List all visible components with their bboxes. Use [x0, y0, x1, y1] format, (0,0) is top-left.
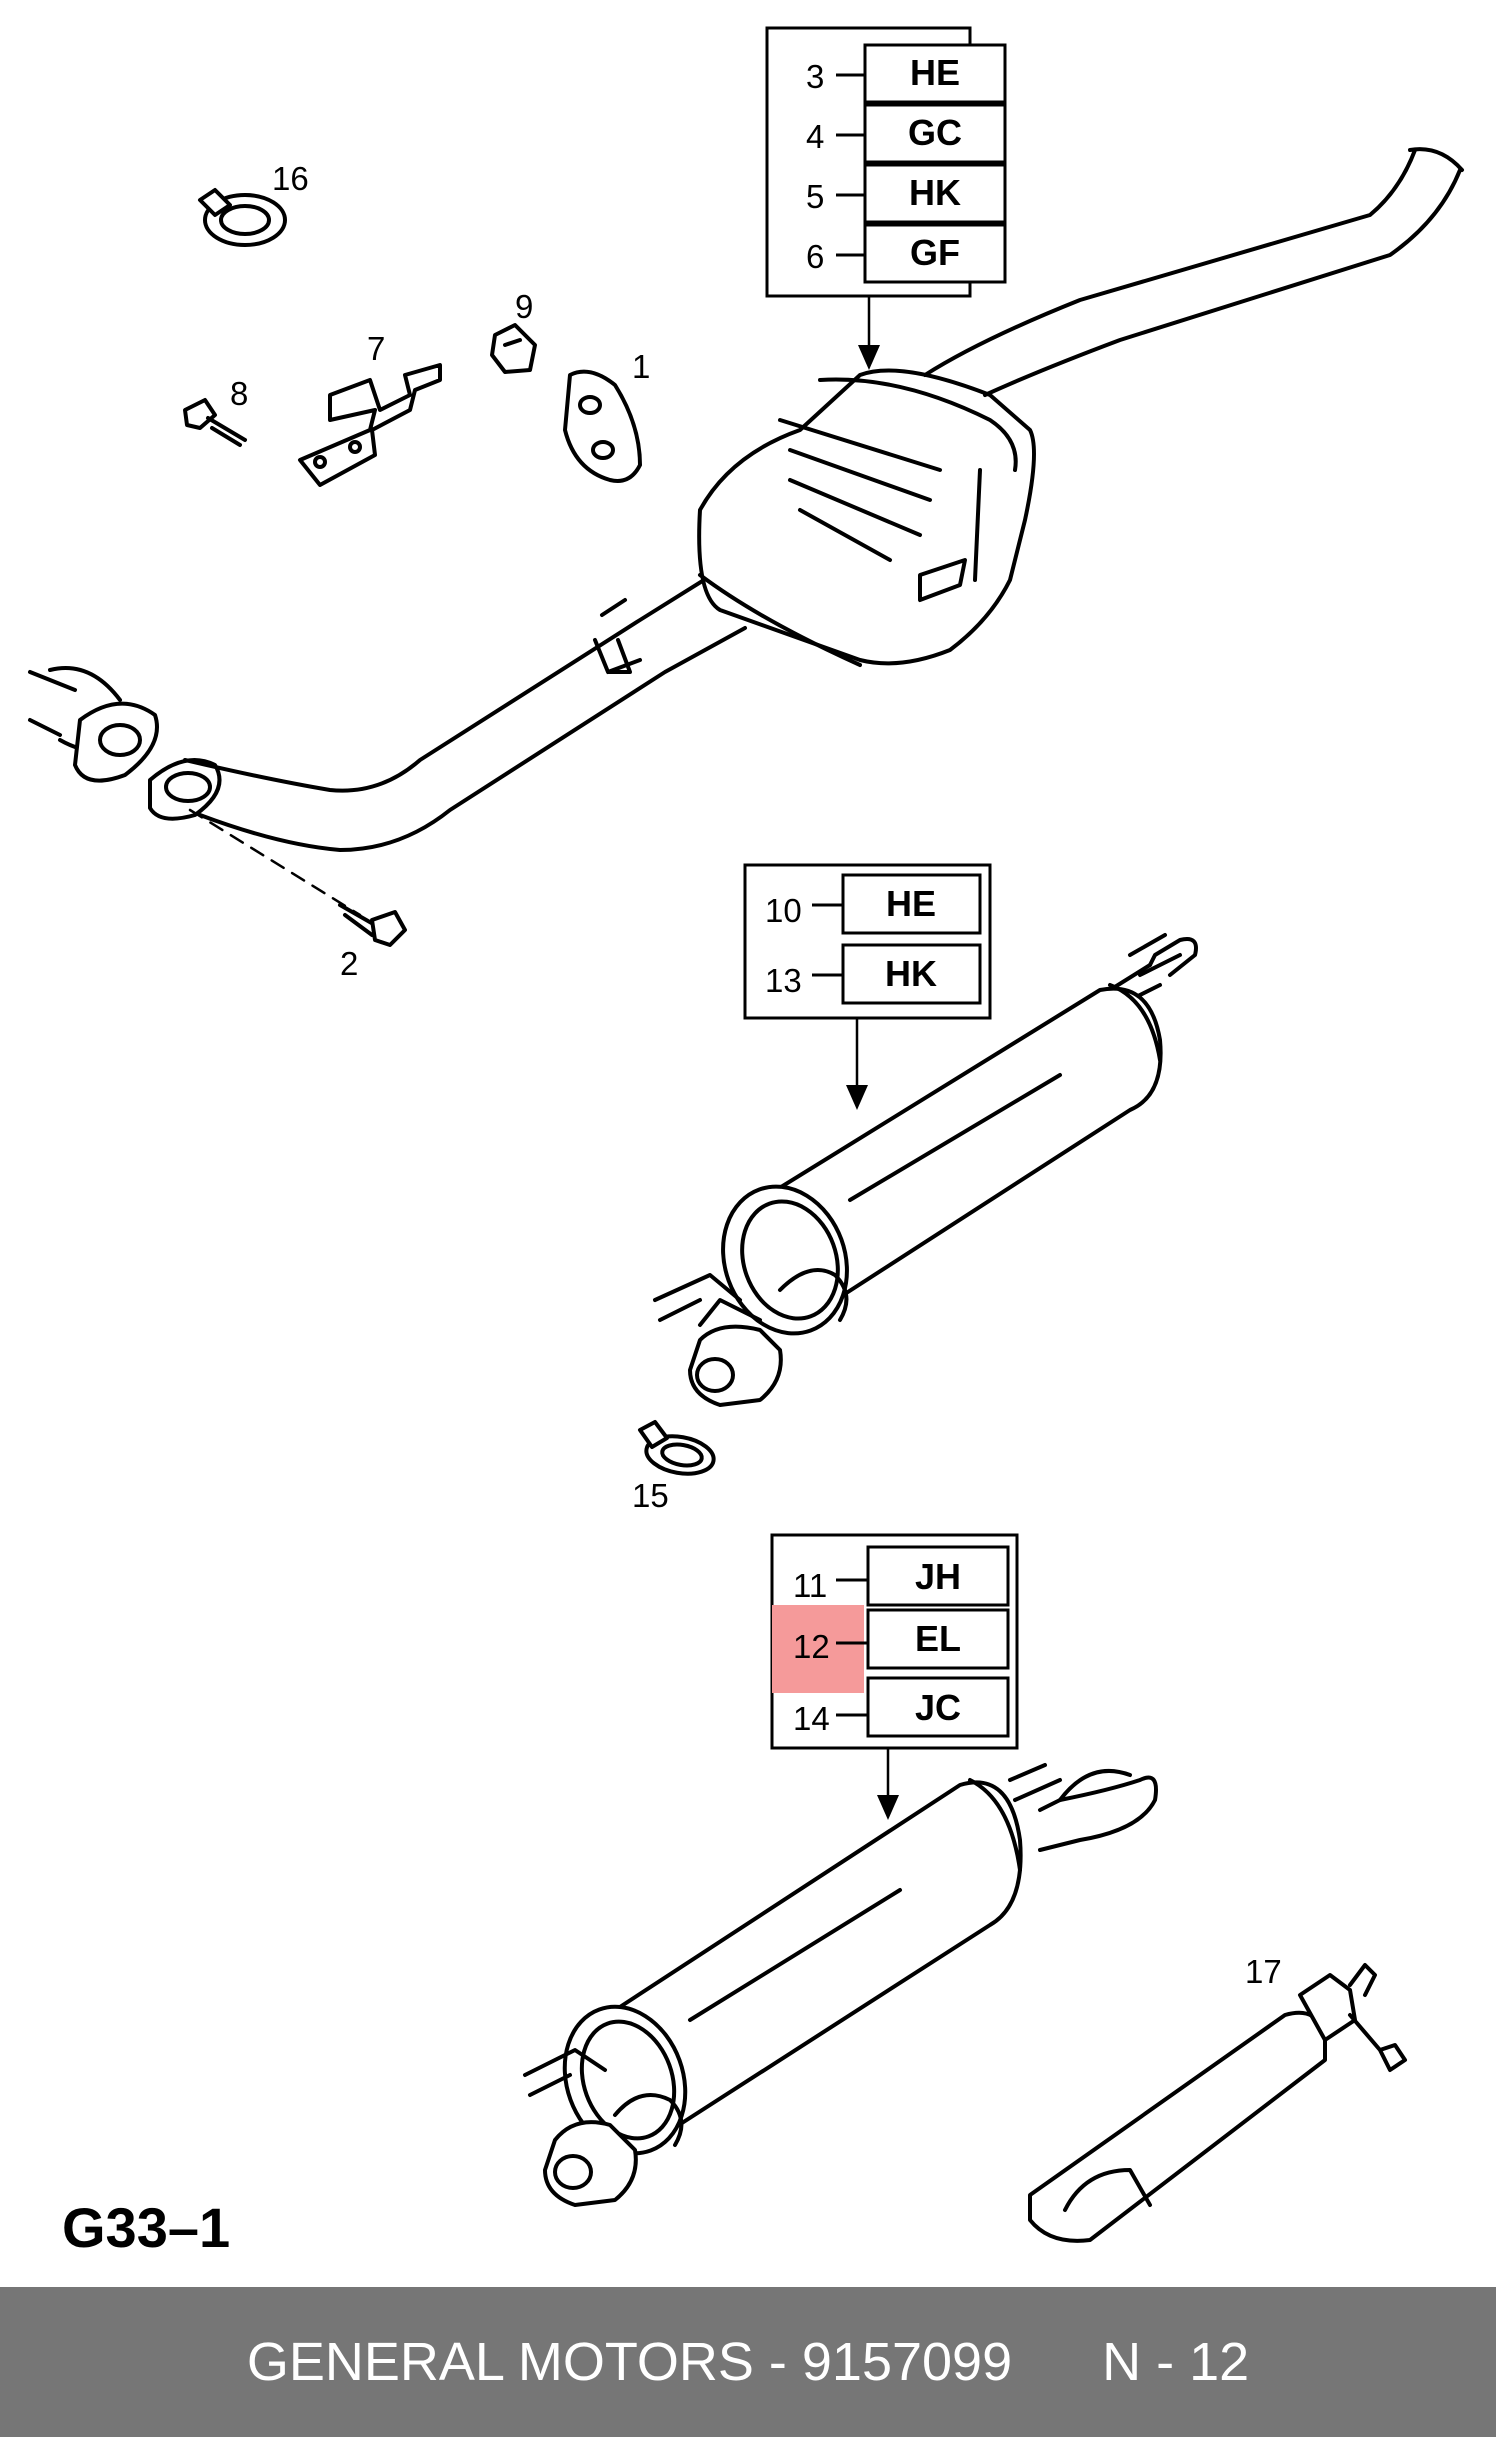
footer-part-number: GENERAL MOTORS - 9157099 N - 12: [246, 2332, 1250, 2392]
clip-9: [490, 323, 537, 374]
svg-text:11: 11: [793, 1567, 827, 1604]
svg-text:EL: EL: [915, 1618, 961, 1659]
svg-text:JC: JC: [915, 1687, 961, 1728]
variant-box-rear-silencer: 11 JH 12 EL 14 JC: [770, 1533, 1019, 1820]
svg-text:HK: HK: [885, 953, 937, 994]
bolt-2: [338, 903, 407, 947]
rubber-mount-1: [563, 369, 642, 483]
svg-text:10: 10: [765, 892, 802, 929]
variant-row: 10 HE: [765, 873, 982, 935]
front-pipe-assembly: [28, 147, 1464, 917]
variant-row: 11 JH: [793, 1545, 1010, 1607]
svg-text:HK: HK: [909, 172, 961, 213]
footer-bar: GENERAL MOTORS - 9157099 N - 12: [0, 2287, 1496, 2437]
variant-row: 12 EL: [793, 1608, 1010, 1670]
svg-text:13: 13: [765, 962, 802, 999]
callout-7: 7: [367, 330, 385, 367]
svg-text:HE: HE: [910, 52, 960, 93]
svg-text:HE: HE: [886, 883, 936, 924]
svg-text:GC: GC: [908, 112, 962, 153]
callout-2: 2: [340, 945, 358, 982]
sealant-tube-17: [1028, 1963, 1407, 2243]
callout-17: 17: [1245, 1953, 1282, 1990]
variant-row: 3 HE: [806, 43, 1007, 104]
svg-text:14: 14: [793, 1700, 830, 1737]
svg-text:3: 3: [806, 58, 824, 95]
middle-silencer: [653, 933, 1198, 1407]
callout-15: 15: [632, 1477, 669, 1514]
clamp-15: [638, 1420, 716, 1476]
bracket-7: [298, 363, 442, 487]
bolt-8: [183, 398, 247, 447]
callout-9: 9: [515, 288, 533, 325]
variant-box-front-silencer: 3 HE 4 GC 5 HK 6 GF: [765, 26, 1007, 370]
variant-row: 4 GC: [806, 103, 1007, 164]
highlight-item-12: [772, 1605, 864, 1693]
variant-row: 13 HK: [765, 943, 982, 1005]
callout-8: 8: [230, 375, 248, 412]
svg-text:JH: JH: [915, 1556, 961, 1597]
variant-row: 6 GF: [806, 223, 1007, 284]
svg-text:GF: GF: [910, 232, 960, 273]
svg-text:5: 5: [806, 178, 824, 215]
svg-text:6: 6: [806, 238, 824, 275]
variant-row: 5 HK: [806, 163, 1007, 224]
clamp-16: [198, 188, 287, 247]
svg-text:12: 12: [793, 1628, 830, 1665]
svg-text:4: 4: [806, 118, 824, 155]
variant-row: 14 JC: [793, 1676, 1010, 1738]
rear-silencer: [523, 1763, 1158, 2207]
callout-16: 16: [272, 160, 309, 197]
callout-1: 1: [632, 348, 650, 385]
variant-box-middle-silencer: 10 HE 13 HK: [743, 863, 992, 1110]
diagram-id: G33–1: [62, 2196, 231, 2259]
exhaust-system-diagram: 16 7 9 1 8 2 15 17 3 HE 4 GC 5 HK: [28, 26, 1464, 2243]
